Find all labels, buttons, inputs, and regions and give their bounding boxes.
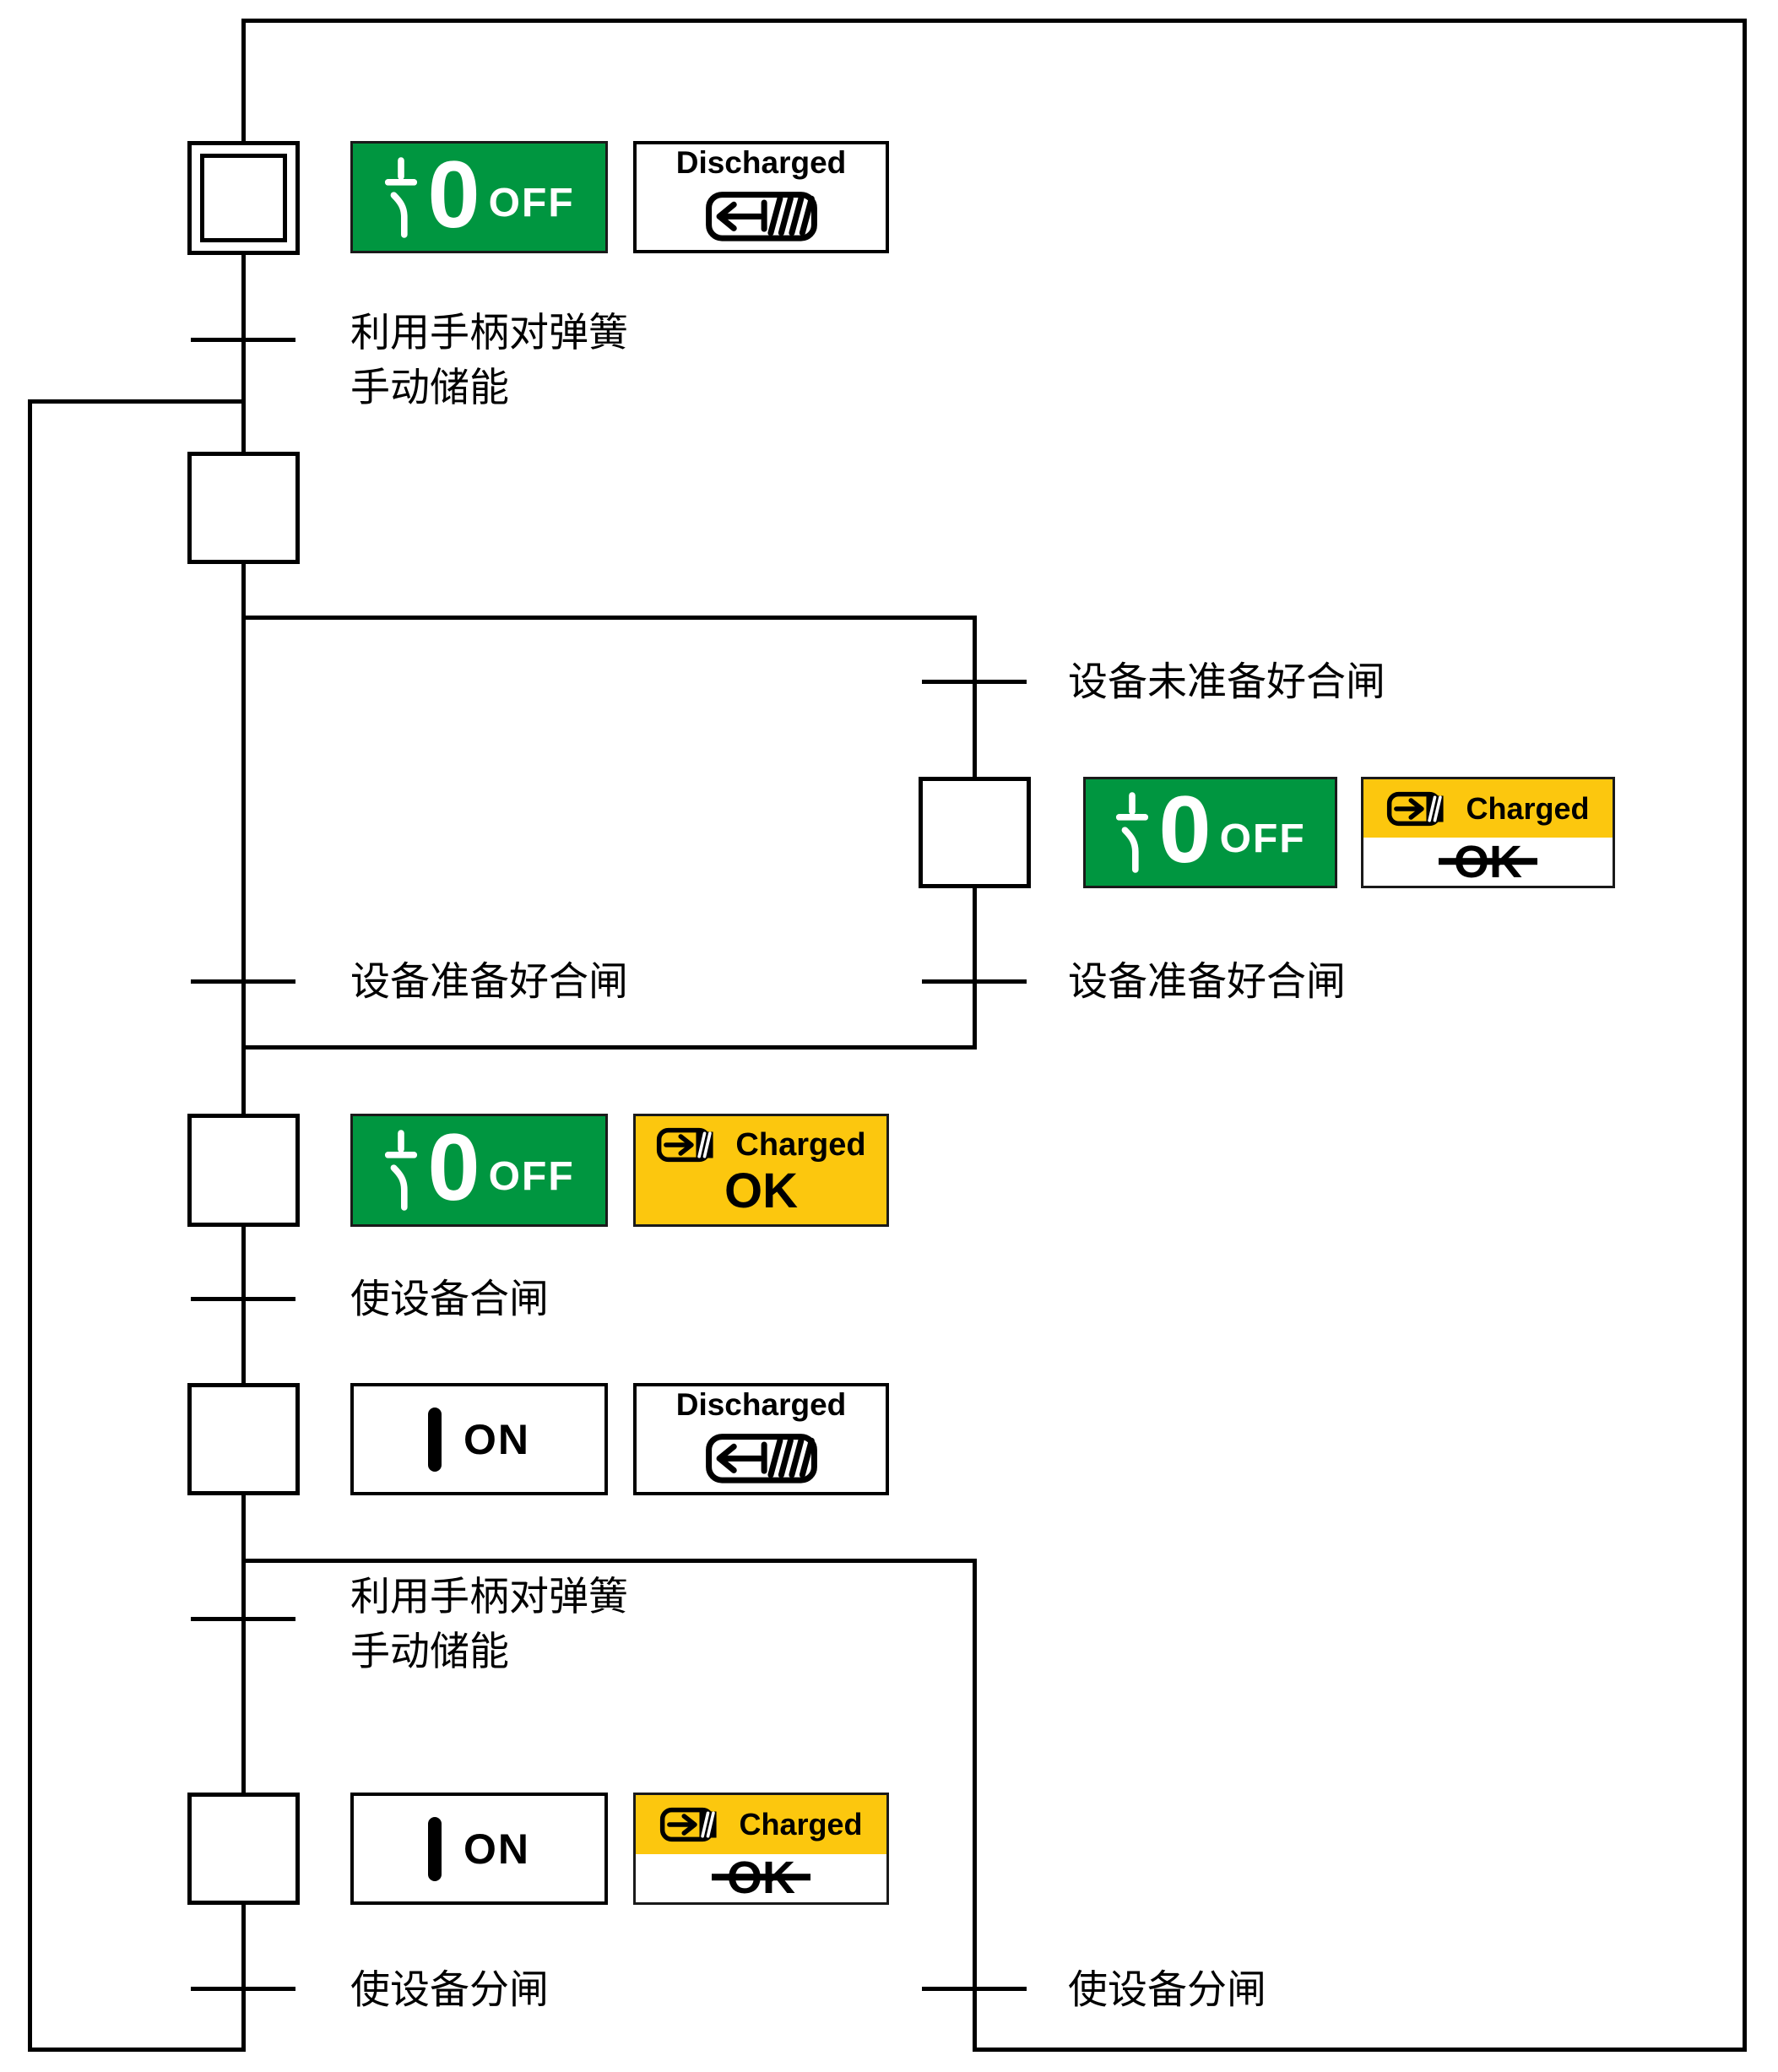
transition-tick-ready-right (922, 979, 1027, 984)
charged-row: Charged (656, 1125, 866, 1165)
divergence2-line (241, 1559, 977, 1563)
main-flow-line (241, 19, 246, 2052)
step-square-2 (187, 452, 300, 564)
initial-step-square (187, 141, 300, 255)
discharged-label: Discharged (675, 145, 847, 180)
off-label: OFF (488, 181, 575, 225)
step-square-3 (187, 1114, 300, 1227)
charged-label: Charged (739, 1806, 863, 1841)
spring-charged-icon (657, 1127, 713, 1163)
ok-crossed-strip: OK (1363, 838, 1613, 886)
branch2-line (973, 1559, 977, 2052)
transition-tick-not-ready (922, 680, 1027, 684)
frame-top-line (241, 19, 1747, 23)
step-square-wait-right (919, 777, 1031, 888)
off-label: OFF (488, 1153, 575, 1199)
transition-label-close-device: 使设备合闸 (350, 1276, 549, 1321)
indicator-on-2: ON (350, 1793, 608, 1905)
indicator-off-right: 0 OFF (1083, 777, 1337, 888)
transition-label-ready-right: 设备准备好合闸 (1068, 958, 1346, 1004)
open-contact-icon (385, 1130, 418, 1211)
ok-crossed-label: OK (1439, 839, 1537, 885)
transition-tick-open-left (191, 1987, 295, 1991)
left-loop-top-line (28, 399, 246, 404)
indicator-discharged-1: Discharged (633, 141, 889, 253)
transition-label-ready-left: 设备准备好合闸 (350, 958, 628, 1004)
step-square-5 (187, 1793, 300, 1905)
closed-contact-icon (428, 1816, 442, 1881)
bottom-left-line (28, 2048, 246, 2052)
strike-line (712, 1874, 810, 1881)
discharged-label: Discharged (675, 1387, 847, 1422)
indicator-off-2: 0 OFF (350, 1114, 608, 1227)
indicator-discharged-2: Discharged (633, 1383, 889, 1495)
join1-line (241, 1045, 977, 1050)
transition-label-charge-spring: 利用手柄对弹簧 手动储能 (350, 310, 628, 410)
indicator-charged-not-ok-2: Charged OK (633, 1793, 889, 1905)
frame-right-line (1743, 19, 1747, 2052)
spring-discharged-icon (705, 1434, 817, 1483)
spring-charged-icon (660, 1807, 718, 1842)
divergence1-line (241, 616, 977, 620)
charged-label: Charged (1466, 790, 1590, 826)
off-digit: 0 (427, 141, 480, 247)
step-square-4 (187, 1383, 300, 1495)
open-contact-icon (1116, 792, 1149, 873)
transition-label-recharge-spring: 利用手柄对弹簧 手动储能 (350, 1574, 628, 1673)
spring-discharged-icon (705, 192, 817, 241)
transition-label-not-ready: 设备未准备好合闸 (1068, 659, 1385, 704)
on-label: ON (463, 1825, 530, 1873)
charged-strip: Charged (636, 1795, 886, 1854)
transition-tick-recharge-spring (191, 1617, 295, 1621)
off-digit: 0 (1158, 777, 1212, 882)
bottom-right-line (973, 2048, 1747, 2052)
transition-tick-open-right (922, 1987, 1027, 1991)
open-contact-icon (385, 156, 418, 238)
transition-tick-ready-left (191, 979, 295, 984)
initial-step-inner-square (200, 154, 287, 242)
indicator-charged-not-ok-right: Charged OK (1361, 777, 1615, 888)
ok-crossed-label: OK (712, 1855, 810, 1901)
charged-label: Charged (735, 1126, 866, 1163)
off-label: OFF (1219, 816, 1306, 861)
transition-tick-close-device (191, 1297, 295, 1301)
left-loop-line (28, 399, 32, 2052)
closed-contact-icon (428, 1407, 442, 1472)
indicator-charged-ok: Charged OK (633, 1114, 889, 1227)
off-digit: 0 (427, 1115, 480, 1220)
indicator-on-1: ON (350, 1383, 608, 1495)
on-label: ON (463, 1415, 530, 1463)
indicator-off-1: 0 OFF (350, 141, 608, 253)
ok-label: OK (724, 1163, 798, 1218)
strike-line (1439, 857, 1537, 865)
transition-label-open-left: 使设备分闸 (350, 1966, 549, 2012)
transition-label-open-right: 使设备分闸 (1068, 1966, 1266, 2012)
ok-crossed-strip: OK (636, 1853, 886, 1902)
transition-tick-charge-spring (191, 338, 295, 342)
spring-charged-icon (1387, 791, 1445, 826)
charged-strip: Charged (1363, 779, 1613, 838)
